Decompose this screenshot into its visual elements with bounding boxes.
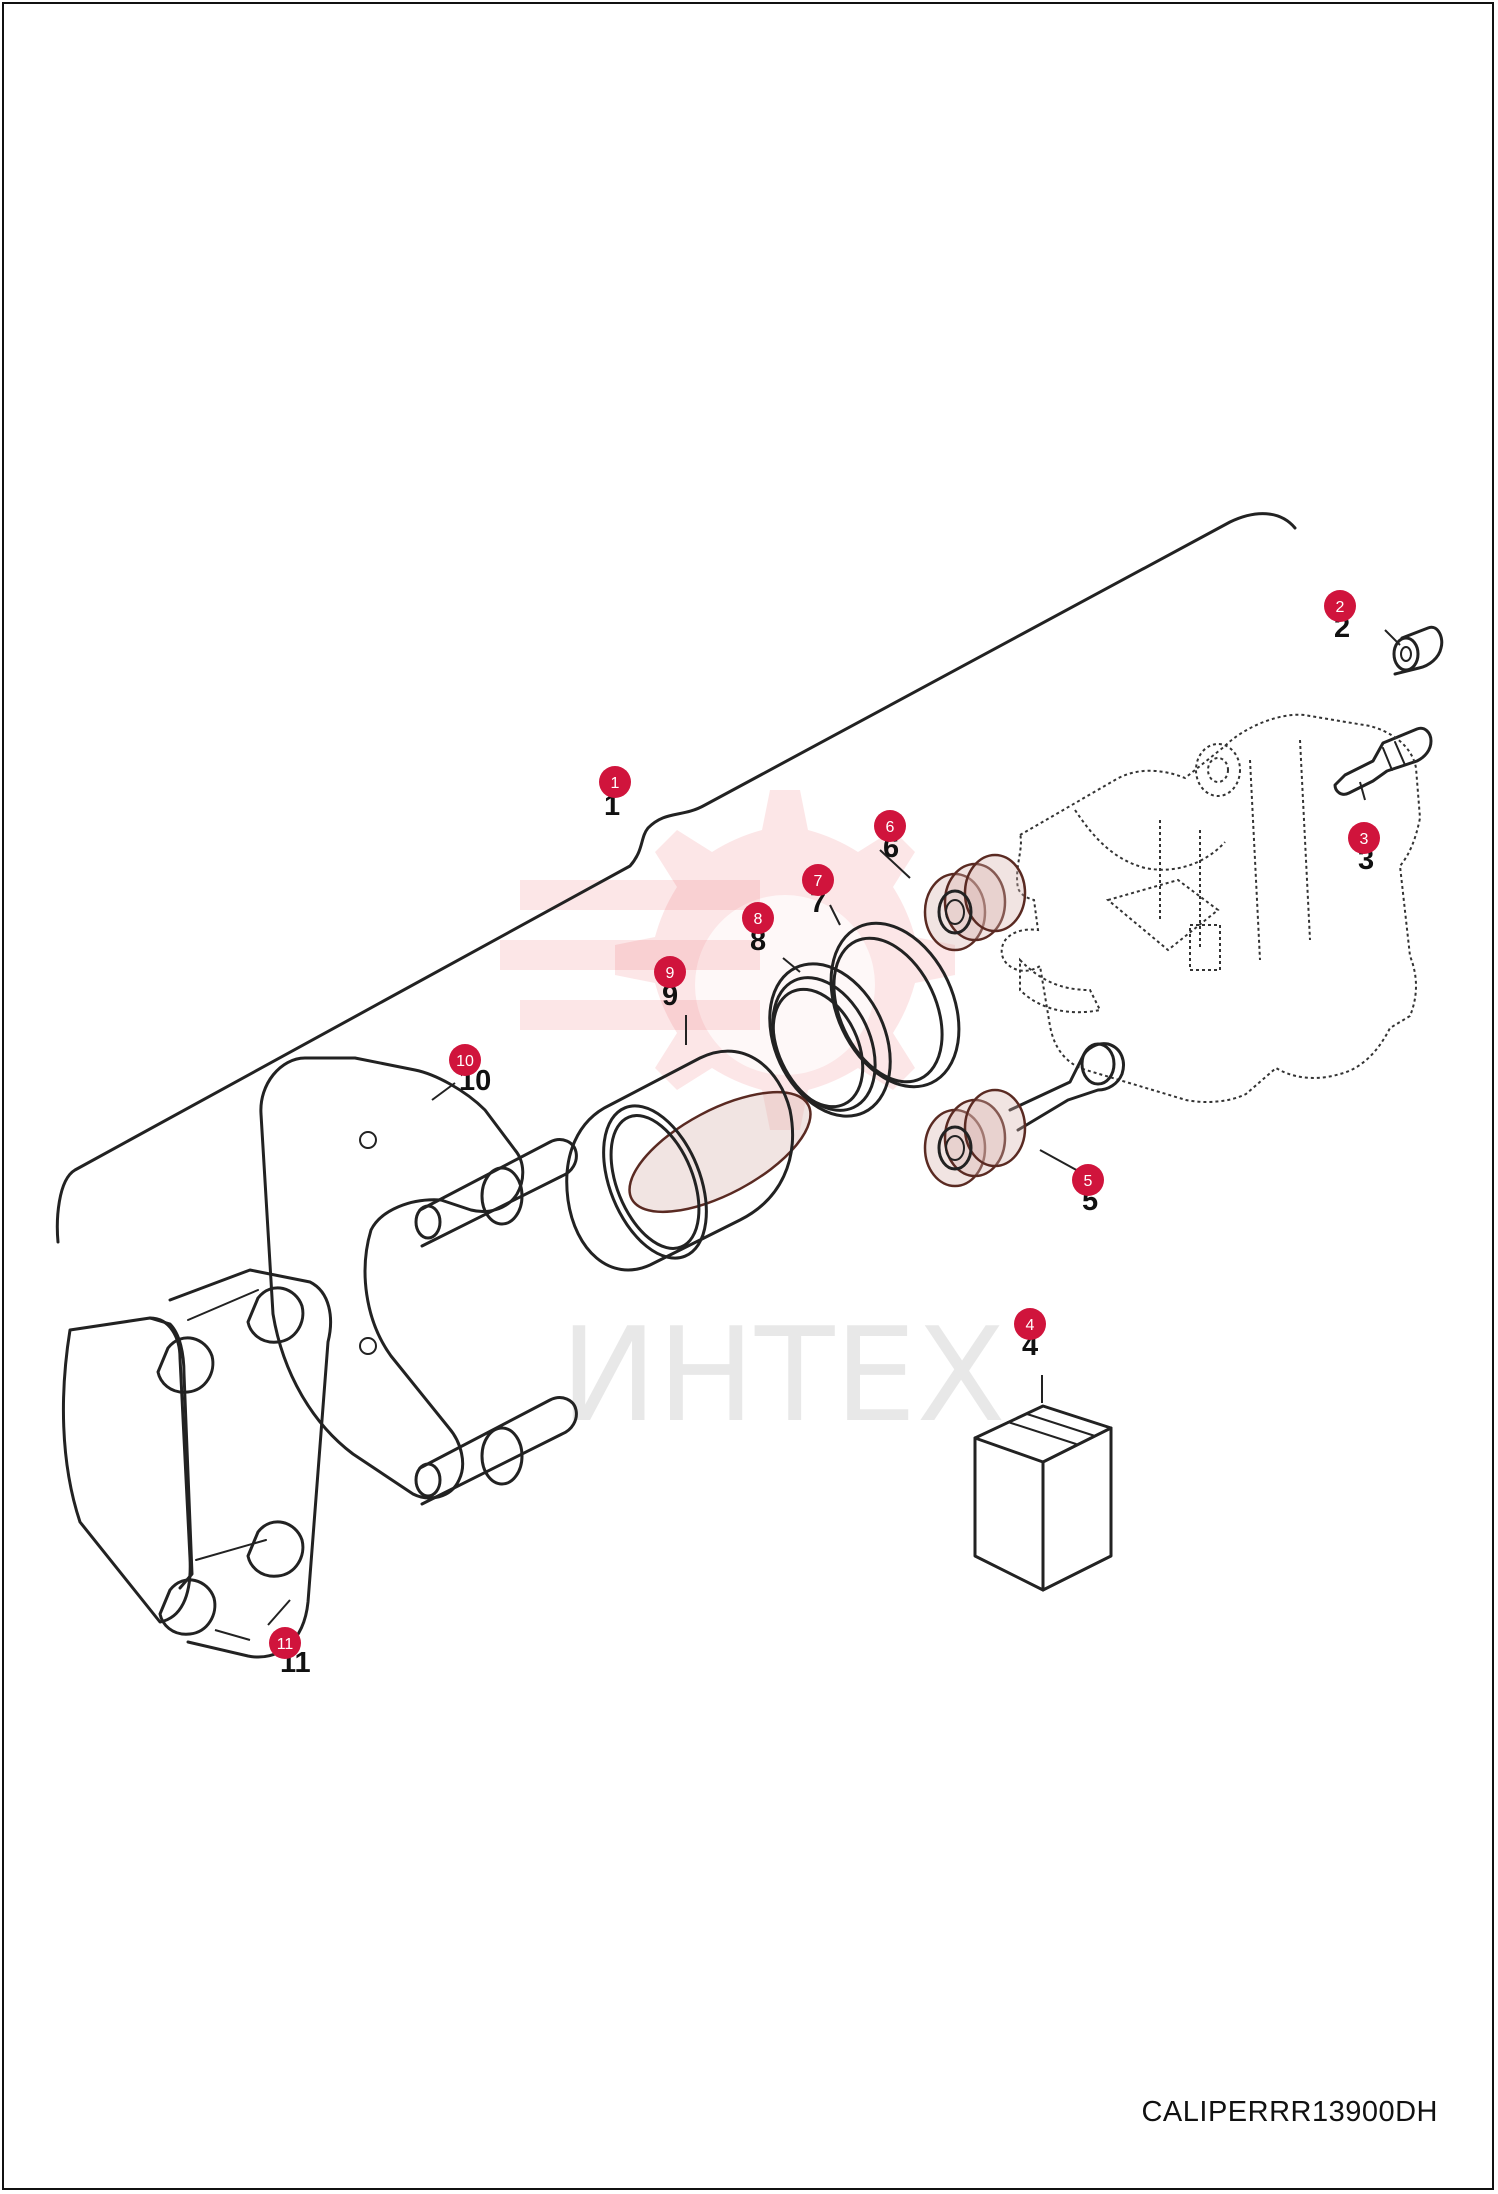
bleed-screw-part (1333, 726, 1433, 796)
bleed-cap-part (1392, 625, 1444, 676)
callout-marker (742, 902, 774, 934)
watermark-text: ИНТЕХ (560, 1299, 1006, 1451)
callout-part-4: 44 (1014, 1308, 1046, 1362)
callout-number: 8 (754, 911, 763, 928)
callout-number: 11 (277, 1636, 294, 1653)
callout-marker (802, 864, 834, 896)
callout-part-6: 66 (874, 810, 906, 864)
grease-kit-box-part (973, 1404, 1113, 1592)
callout-marker (1014, 1308, 1046, 1340)
part-number-label: 1 (604, 790, 620, 822)
callout-marker (599, 766, 631, 798)
callout-number: 7 (814, 873, 823, 890)
callout-part-2: 22 (1324, 590, 1356, 644)
drawing-code: CALIPERRR13900DH (1141, 2096, 1438, 2128)
callout-marker (1324, 590, 1356, 622)
callout-part-7: 77 (802, 864, 834, 919)
callout-marker (1348, 822, 1380, 854)
caliper-carrier-part (259, 1056, 578, 1506)
callout-marker (1072, 1164, 1104, 1196)
piston-part (565, 1049, 812, 1272)
guide-boot-upper-part (923, 853, 1027, 952)
callout-marker (654, 956, 686, 988)
brake-pads-part (61, 1268, 332, 1659)
callout-number: 2 (1336, 599, 1345, 616)
callout-part-3: 33 (1348, 822, 1380, 876)
guide-pin-part (923, 1042, 1125, 1188)
assembly-bracket (55, 512, 1297, 1244)
piston-seal-part (768, 962, 892, 1118)
callout-marker (269, 1627, 301, 1659)
callout-part-5: 55 (1072, 1164, 1104, 1217)
callout-marker (449, 1044, 481, 1076)
callout-part-8: 88 (742, 902, 774, 957)
caliper-body-part (1000, 713, 1422, 1103)
callout-number: 6 (886, 819, 895, 836)
callout-number: 9 (666, 965, 675, 982)
leader-lines (214, 629, 1401, 1641)
callout-number: 4 (1026, 1317, 1035, 1334)
callout-part-9: 99 (654, 956, 686, 1012)
callout-number: 1 (611, 775, 620, 792)
watermark-gear-icon (500, 790, 955, 1130)
callout-number: 10 (456, 1053, 474, 1070)
dust-seal-ring-part (829, 921, 961, 1089)
callout-number: 5 (1084, 1173, 1093, 1190)
part-number-label: 9 (662, 980, 678, 1012)
callout-number: 3 (1360, 831, 1369, 848)
callout-marker (874, 810, 906, 842)
callout-part-1: 11 (599, 766, 631, 822)
